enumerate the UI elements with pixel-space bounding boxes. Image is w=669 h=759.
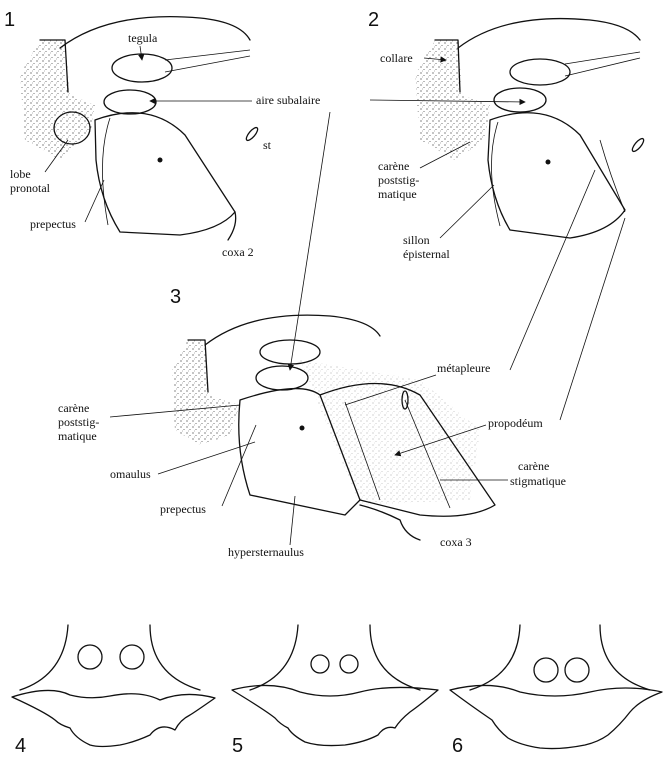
label-coxa-2: coxa 2 [222, 245, 254, 259]
label-coxa-3: coxa 3 [440, 535, 472, 549]
aire-subalaire-shape-3 [256, 366, 308, 390]
label-lobe: lobe [10, 167, 31, 181]
leader-aire-subalaire-3 [290, 112, 330, 370]
label-carene-3-b: poststig- [58, 415, 99, 429]
fig4-right-pit [120, 645, 144, 669]
figure-4-sternum: 4 [12, 625, 215, 757]
mesopleuron-outline-2 [488, 113, 625, 238]
label-carene-stig-a: carène [518, 459, 549, 473]
figure-number-5: 5 [232, 735, 243, 757]
fig5-right-pit [340, 655, 358, 673]
label-sillon: sillon [403, 233, 430, 247]
wing-base-lines-2 [565, 52, 640, 76]
label-episternal: épisternal [403, 247, 450, 261]
leader-tegula [140, 46, 142, 60]
figure-number-3: 3 [170, 286, 181, 308]
metapleure-line-2 [600, 140, 625, 212]
figure-3-thorax: 3 métapleure carène poststig- matique pr… [58, 112, 625, 559]
label-collare: collare [380, 51, 413, 65]
leader-propodeum-fig2 [560, 218, 625, 420]
label-propodeum: propodéum [488, 416, 543, 430]
carene-poststigmatique-line-2 [491, 122, 500, 226]
label-aire-subalaire: aire subalaire [256, 93, 320, 107]
label-pronotal: pronotal [10, 181, 51, 195]
figure-number-6: 6 [452, 735, 463, 757]
figure-1-thorax: 1 tegula aire subalaire st lobe pronotal… [4, 9, 320, 259]
label-st: st [263, 138, 272, 152]
propodeum-stipple [300, 360, 480, 505]
figure-2-thorax: 2 collare carène poststig- matique sillo… [368, 9, 645, 261]
fig5-sternum-outline [232, 685, 438, 745]
spiracle-shape [245, 126, 260, 142]
figure-6-sternum: 6 [450, 625, 662, 757]
fig6-right-pit [565, 658, 589, 682]
pit-dot-2 [546, 160, 551, 165]
label-carene-2-c: matique [378, 187, 417, 201]
fig6-left-pit [534, 658, 558, 682]
fig6-collar-lines [470, 625, 650, 690]
tegula-shape-3 [260, 340, 320, 364]
label-carene-2-a: carène [378, 159, 409, 173]
wing-base-lines [165, 50, 250, 72]
aire-subalaire-shape-2 [494, 88, 546, 112]
label-prepectus-fig3: prepectus [160, 502, 206, 516]
label-carene-stig-b: stigmatique [510, 474, 566, 488]
pronotum-stipple [20, 40, 95, 160]
pit-dot-3 [300, 426, 305, 431]
fig6-sternum-outline [450, 685, 662, 748]
fig4-left-pit [78, 645, 102, 669]
figure-number-1: 1 [4, 9, 15, 31]
leader-omaulus [158, 442, 255, 474]
pit-dot [158, 158, 163, 163]
fig4-sternum-outline [12, 690, 215, 746]
label-carene-3-c: matique [58, 429, 97, 443]
fig5-left-pit [311, 655, 329, 673]
label-tegula: tegula [128, 31, 158, 45]
figure-number-4: 4 [15, 735, 26, 757]
label-prepectus-fig1: prepectus [30, 217, 76, 231]
spiracle-shape-2 [631, 137, 646, 153]
fig5-collar-lines [250, 625, 420, 690]
figure-5-sternum: 5 [232, 625, 438, 757]
leader-sillon-episternal [440, 185, 494, 238]
aire-subalaire-shape [104, 90, 156, 114]
leader-metapleure-fig2 [510, 170, 595, 370]
mesonotum-curve-2 [458, 19, 640, 48]
fig4-collar-lines [20, 625, 200, 690]
label-hypersternaulus: hypersternaulus [228, 545, 304, 559]
figure-number-2: 2 [368, 9, 379, 31]
mesopleuron-outline [95, 113, 235, 235]
label-carene-3-a: carène [58, 401, 89, 415]
tegula-shape-2 [510, 59, 570, 85]
leader-prepectus-fig1 [85, 180, 104, 222]
label-omaulus: omaulus [110, 467, 151, 481]
coxa-3-outline [360, 505, 420, 540]
prepectus-line [102, 118, 110, 225]
label-metapleure: métapleure [437, 361, 490, 375]
label-carene-2-b: poststig- [378, 173, 419, 187]
